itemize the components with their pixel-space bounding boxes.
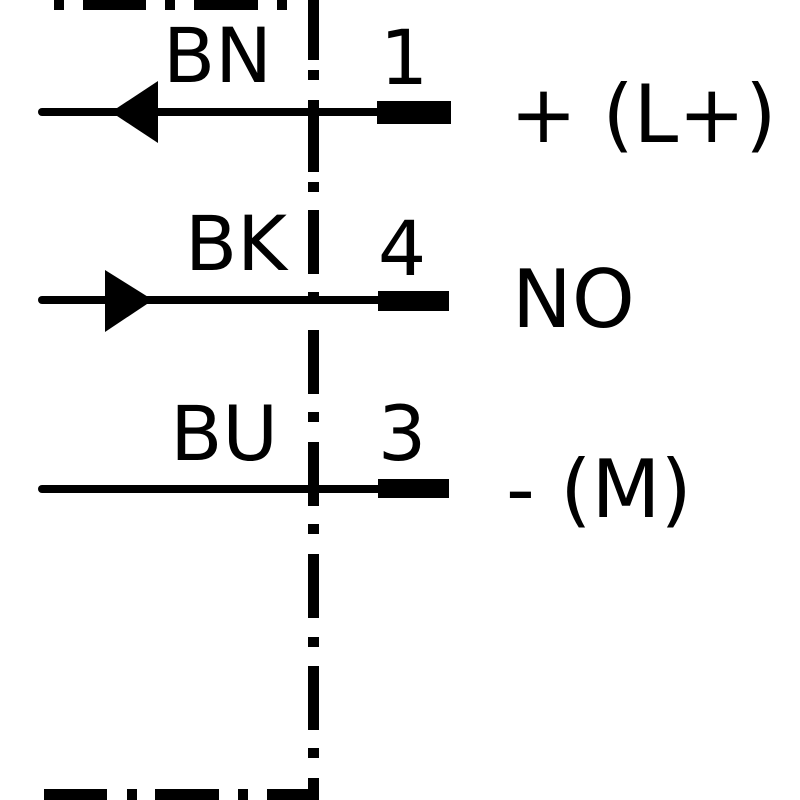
boundary-right-dash <box>308 330 319 394</box>
boundary-right-dash <box>308 100 319 172</box>
boundary-right-dot <box>308 182 319 192</box>
connection-bu: BU 3 - (M) <box>38 389 692 536</box>
pin-number: 4 <box>378 204 426 293</box>
wire-color-label: BU <box>170 389 278 478</box>
boundary-right-dot <box>308 412 319 422</box>
arrow-left-icon <box>111 81 158 143</box>
boundary-top-dot <box>165 0 175 10</box>
boundary-top-dash <box>83 0 146 10</box>
boundary-right-dot <box>308 524 319 534</box>
housing-boundary <box>44 0 319 800</box>
boundary-bottom-dash <box>44 789 107 800</box>
boundary-right-dash <box>308 210 319 274</box>
pin-number: 3 <box>378 389 426 478</box>
boundary-top-corner <box>308 0 319 60</box>
boundary-right-dot <box>308 748 319 758</box>
wire-color-label: BN <box>163 11 272 100</box>
pin-terminal-1 <box>377 101 451 124</box>
pin-number: 1 <box>380 13 428 102</box>
signal-label: NO <box>512 253 635 346</box>
boundary-top-dash <box>194 0 258 10</box>
boundary-bottom-dash <box>267 789 319 800</box>
boundary-right-dash <box>308 554 319 618</box>
signal-label: + (L+) <box>510 68 776 161</box>
boundary-right-dash <box>308 442 319 506</box>
boundary-bottom-dash <box>155 789 219 800</box>
connection-bn: BN 1 + (L+) <box>38 11 776 161</box>
boundary-bottom-dot <box>238 789 248 800</box>
boundary-right-dot <box>308 637 319 647</box>
pin-terminal-3 <box>378 479 449 498</box>
arrow-right-icon <box>105 270 153 332</box>
boundary-right-dash <box>308 666 319 730</box>
connection-bk: BK 4 NO <box>38 199 635 346</box>
wire-color-label: BK <box>185 199 289 288</box>
boundary-right-dot <box>308 70 319 80</box>
pin-terminal-4 <box>378 291 449 311</box>
boundary-top-dot <box>54 0 64 10</box>
boundary-top-dot <box>277 0 287 10</box>
boundary-bottom-dot <box>127 789 137 800</box>
signal-label: - (M) <box>506 443 692 536</box>
